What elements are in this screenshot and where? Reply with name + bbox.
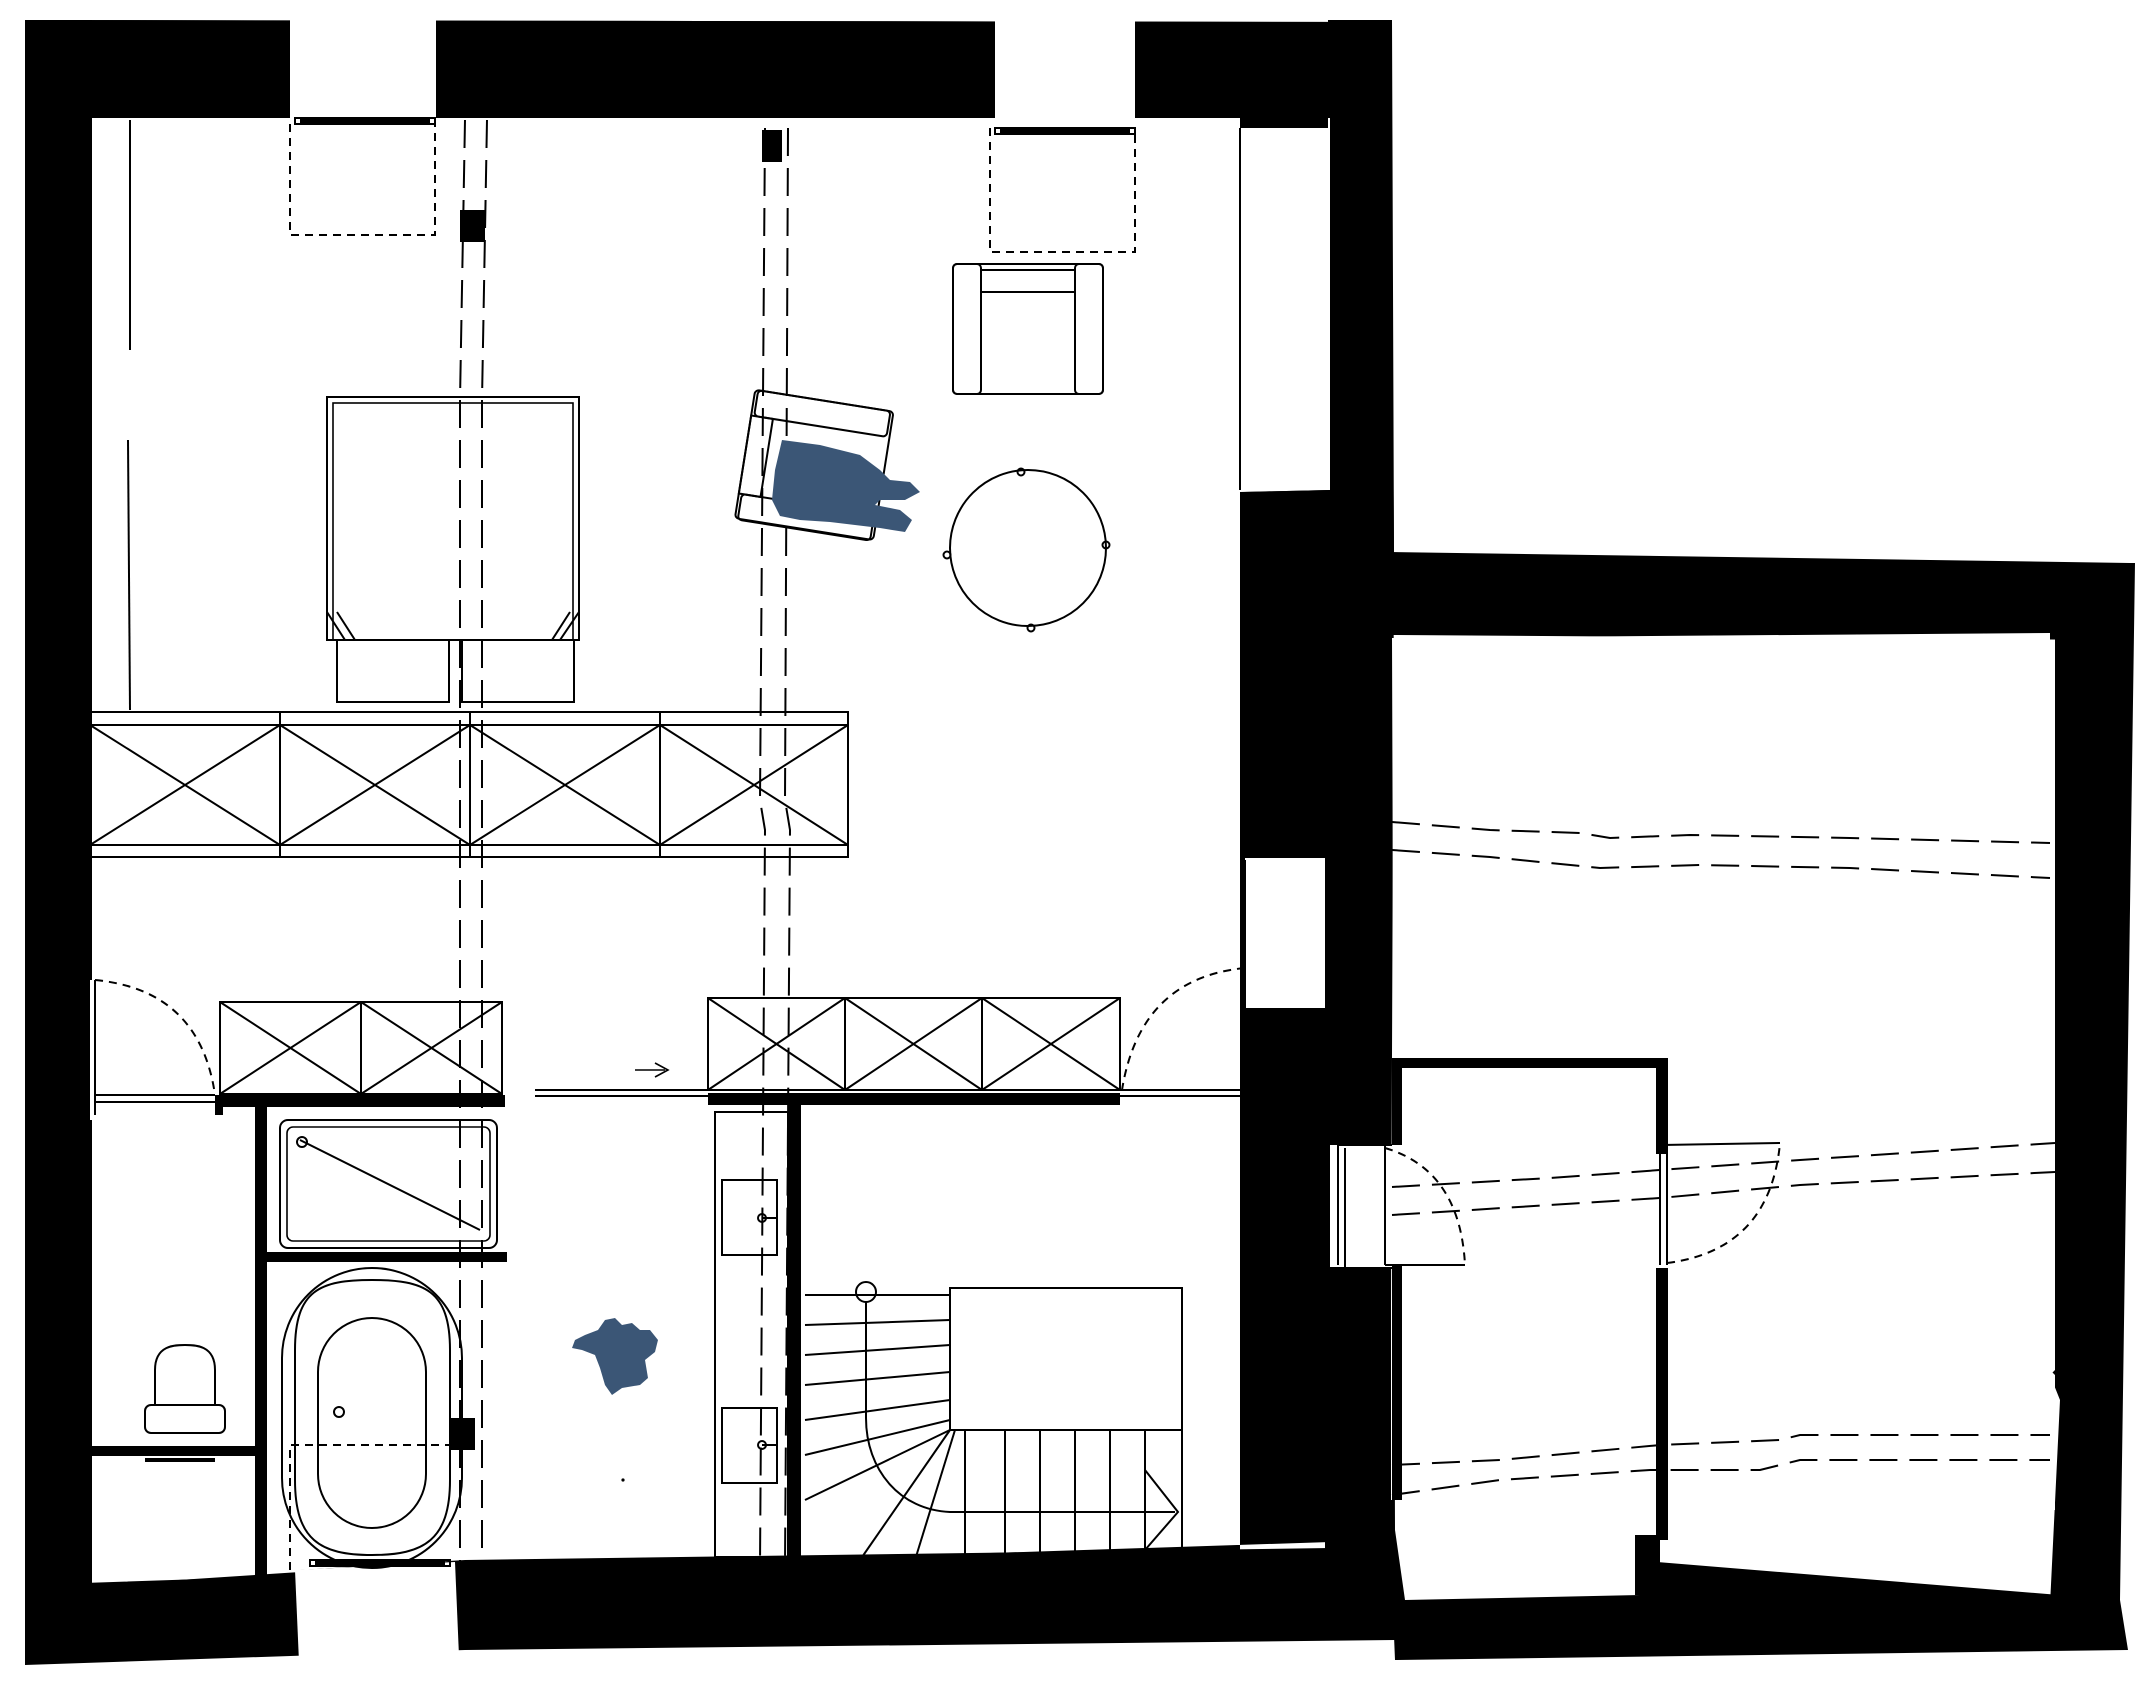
interior-doors	[94, 967, 1246, 1115]
staircase	[804, 1281, 1183, 1561]
bed	[326, 396, 580, 703]
bathtub	[281, 1267, 463, 1569]
annex-doors	[1330, 1142, 1781, 1269]
shower	[279, 1119, 498, 1249]
standing-figure	[572, 1318, 658, 1482]
annex-beams	[1391, 821, 2056, 1496]
round-table	[942, 467, 1111, 633]
hall-cabinet	[707, 997, 1121, 1091]
partitions	[88, 1012, 1330, 1575]
bath-cabinet	[219, 1001, 503, 1095]
armchair-top	[952, 263, 1104, 395]
toilet	[144, 1343, 226, 1462]
bottom-window-opening	[295, 1562, 460, 1685]
annex-interior	[1392, 633, 2055, 1600]
window-projections	[289, 117, 1136, 1570]
right-wall-reveals	[1239, 128, 1330, 1090]
sinks	[714, 1111, 789, 1558]
annex-closet-walls	[1392, 1058, 1668, 1595]
outer-wall-bands	[25, 20, 1395, 1665]
wardrobe-long	[89, 711, 849, 858]
seated-figure	[772, 440, 920, 532]
top-window-openings	[290, 18, 1135, 120]
main-house-walls	[25, 20, 1394, 1590]
left-wall-reveals	[90, 120, 132, 1120]
